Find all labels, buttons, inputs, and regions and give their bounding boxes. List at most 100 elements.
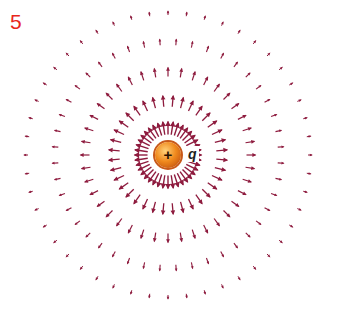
arrow-head — [106, 213, 110, 217]
arrow-head — [175, 38, 178, 41]
arrow-head — [148, 11, 151, 14]
field-arrow — [97, 201, 104, 206]
point-charge: +q — [155, 142, 181, 168]
arrow-head — [140, 135, 146, 140]
arrow-head — [89, 115, 93, 118]
arrow-head — [125, 112, 130, 117]
field-arrow — [66, 53, 69, 56]
field-arrow — [143, 262, 144, 268]
field-arrow — [175, 39, 177, 45]
arrow-head — [308, 172, 311, 175]
arrow-head — [112, 52, 115, 55]
arrow-head — [43, 83, 46, 86]
arrow-head — [190, 135, 196, 140]
field-arrow — [265, 99, 270, 102]
arrow-head — [161, 183, 166, 189]
arrow-head — [179, 124, 184, 130]
arrow-head — [96, 277, 99, 280]
arrow-head — [251, 140, 255, 144]
field-arrow — [24, 155, 28, 156]
arrow-head — [116, 84, 120, 88]
arrow-head — [171, 95, 176, 100]
arrow-head — [207, 46, 209, 49]
field-arrow — [134, 106, 140, 115]
field-arrow — [191, 262, 192, 268]
charge-label: q — [186, 146, 199, 162]
field-arrow — [113, 284, 115, 288]
field-arrow — [279, 240, 282, 242]
field-arrow — [307, 173, 311, 175]
field-arrow — [243, 179, 252, 182]
field-arrow — [186, 294, 188, 298]
arrow-head — [116, 222, 120, 226]
arrow-head — [221, 52, 224, 55]
field-arrow — [265, 208, 270, 211]
field-arrow — [141, 72, 144, 81]
arrow-head — [175, 268, 178, 271]
arrow-head — [51, 162, 54, 165]
arrow-head — [143, 266, 146, 269]
arrow-head — [59, 194, 62, 196]
arrow-head — [274, 194, 277, 196]
arrow-head — [235, 245, 238, 248]
arrow-head — [98, 245, 101, 248]
field-arrow — [117, 84, 122, 91]
arrow-head — [223, 148, 228, 153]
arrow-head — [81, 166, 85, 170]
field-arrow — [59, 114, 65, 116]
arrow-head — [74, 85, 77, 88]
arrow-head — [85, 72, 88, 75]
field-arrow — [297, 100, 301, 102]
field-arrow — [208, 121, 217, 127]
field-arrow — [96, 30, 98, 33]
field-arrow — [232, 104, 239, 109]
arrow-head — [153, 238, 157, 242]
field-arrow — [246, 233, 250, 237]
field-arrow — [204, 16, 205, 20]
field-arrow — [75, 221, 80, 225]
field-arrow — [29, 118, 33, 119]
arrow-head — [24, 172, 27, 175]
arrow-head — [217, 176, 222, 180]
field-arrow — [168, 11, 169, 15]
arrow-head — [128, 229, 131, 233]
arrow-head — [84, 179, 88, 183]
field-arrow — [143, 101, 148, 111]
arrow-head — [205, 229, 208, 233]
arrow-head — [190, 170, 196, 175]
field-arrow — [234, 243, 238, 248]
field-arrow — [222, 284, 224, 288]
field-arrow — [278, 162, 284, 164]
arrow-head — [192, 71, 196, 75]
arrow-head — [156, 122, 161, 128]
field-arrow — [54, 67, 57, 69]
arrow-head — [267, 254, 270, 257]
arrow-head — [248, 179, 252, 183]
arrow-head — [299, 100, 302, 102]
arrow-head — [217, 129, 222, 133]
field-arrow — [246, 73, 250, 77]
arrow-head — [65, 208, 68, 211]
arrow-head — [185, 295, 188, 298]
field-arrow — [278, 146, 284, 148]
field-arrow — [149, 12, 151, 16]
arrow-head — [171, 210, 176, 215]
field-arrow — [55, 178, 61, 179]
arrow-head — [252, 153, 256, 157]
field-arrow — [59, 193, 65, 195]
arrow-head — [89, 192, 93, 195]
field-arrow — [253, 266, 255, 269]
arrow-head — [130, 15, 133, 18]
field-arrow — [113, 22, 115, 26]
field-arrow — [55, 130, 61, 131]
arrow-head — [203, 292, 206, 295]
arrow-head — [167, 10, 170, 13]
arrow-head — [310, 154, 313, 157]
arrow-head — [174, 182, 179, 188]
field-arrow — [224, 211, 230, 217]
arrow-head — [148, 127, 153, 133]
arrow-head — [66, 53, 69, 56]
arrow-head — [185, 11, 188, 14]
arrow-head — [128, 76, 131, 80]
arrow-head — [80, 40, 83, 43]
